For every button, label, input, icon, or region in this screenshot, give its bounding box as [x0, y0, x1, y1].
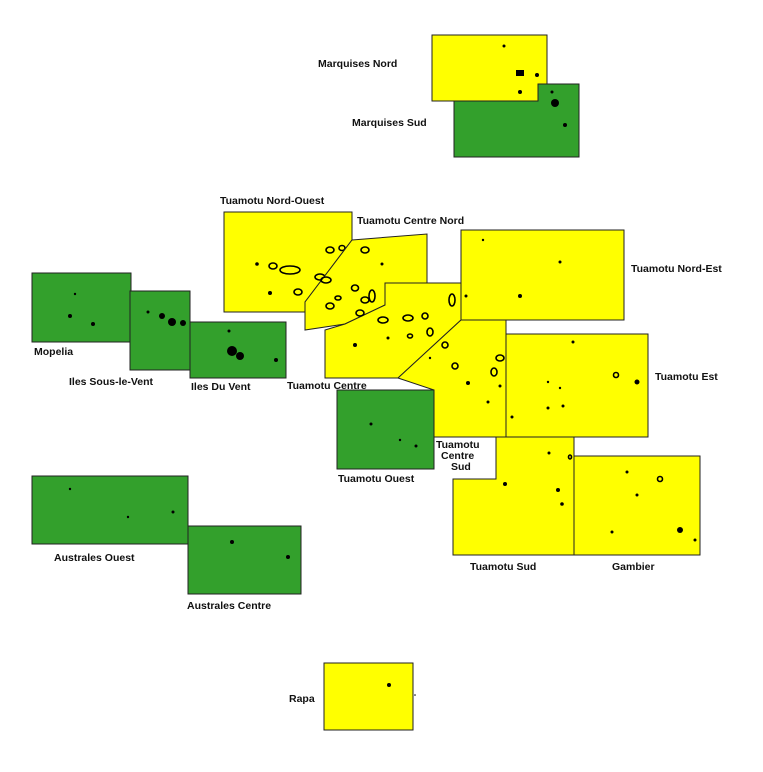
zone-australes-centre[interactable]	[187, 525, 302, 595]
label-iles-du-vent: Iles Du Vent	[191, 381, 251, 393]
zone-marquises-sud[interactable]	[453, 83, 580, 158]
label-tuamotu-ouest: Tuamotu Ouest	[338, 473, 415, 485]
label-gambier: Gambier	[612, 561, 655, 573]
zone-tuamotu-est[interactable]	[505, 333, 649, 438]
label-tuamotu-nord-ouest: Tuamotu Nord-Ouest	[220, 195, 325, 207]
zone-australes-ouest[interactable]	[31, 475, 189, 545]
label-tuamotu-sud: Tuamotu Sud	[470, 561, 536, 573]
label-marquises-sud: Marquises Sud	[352, 117, 427, 129]
label-tuamotu-est: Tuamotu Est	[655, 371, 718, 383]
zone-mopelia[interactable]	[31, 272, 132, 343]
zone-iles-du-vent[interactable]	[189, 321, 287, 379]
label-tuamotu-centre-sud-line2: Centre	[441, 450, 474, 462]
label-rapa: Rapa	[289, 693, 315, 705]
zone-tuamotu-sud[interactable]	[452, 436, 575, 556]
label-marquises-nord: Marquises Nord	[318, 58, 397, 70]
label-mopelia: Mopelia	[34, 346, 73, 358]
zone-gambier[interactable]	[573, 455, 701, 556]
zone-marquises-nord[interactable]	[431, 34, 548, 102]
label-iles-sous-le-vent: Iles Sous-le-Vent	[69, 376, 154, 388]
label-tuamotu-centre-nord: Tuamotu Centre Nord	[357, 215, 464, 227]
zone-tuamotu-ouest[interactable]	[336, 389, 435, 470]
zone-tuamotu-nord-ouest[interactable]	[223, 211, 353, 313]
zone-rapa[interactable]	[323, 662, 416, 731]
label-tuamotu-centre-sud-line1: Tuamotu	[436, 439, 480, 451]
label-tuamotu-centre: Tuamotu Centre	[287, 380, 367, 392]
zone-tuamotu-nord-est[interactable]	[460, 229, 625, 321]
zone-iles-sous-le-vent[interactable]	[129, 290, 191, 371]
label-tuamotu-centre-sud-line3: Sud	[451, 461, 471, 473]
label-tuamotu-nord-est: Tuamotu Nord-Est	[631, 263, 722, 275]
label-australes-centre: Australes Centre	[187, 600, 271, 612]
label-australes-ouest: Australes Ouest	[54, 552, 135, 564]
